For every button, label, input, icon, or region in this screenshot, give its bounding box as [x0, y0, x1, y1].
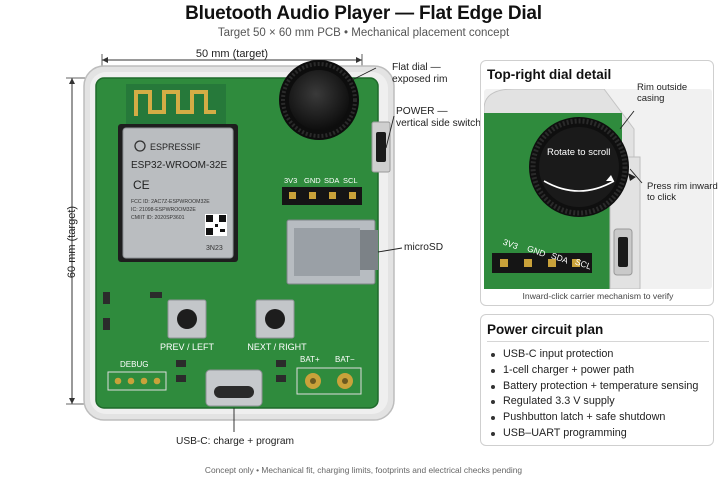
usb-c-port[interactable] [205, 369, 263, 407]
power-plan-divider [487, 341, 709, 342]
microsd-slot [286, 219, 378, 285]
wifi-antenna [126, 84, 226, 124]
microsd-leader [377, 247, 403, 253]
detail-caption: Inward-click carrier mechanism to verify [522, 291, 674, 301]
detail-press-note: Press rim inward to click [647, 181, 718, 203]
detail-rim-note: Rim outside casing [637, 82, 688, 104]
module-brand: ESPRESSIF [150, 142, 201, 152]
module-code: 3N23 [206, 245, 223, 252]
height-dimension-line [66, 77, 86, 405]
board-illustration: ESPRESSIF ESP32-WROOM-32E CE FCC ID: 2AC… [66, 54, 403, 432]
dial-detail-panel: Top-right dial detail Rim outside casing… [480, 60, 718, 306]
power-plan-item: Regulated 3.3 V supply [489, 394, 713, 410]
microsd-callout: microSD [404, 242, 444, 253]
power-leader [385, 115, 395, 149]
dial-leader [351, 67, 377, 81]
battery-pads [296, 367, 362, 395]
module-ce-mark: CE [133, 178, 150, 192]
pin-label-scl: SCL [343, 176, 358, 185]
power-plan-list: USB-C input protection 1-cell charger + … [489, 347, 713, 442]
page-title: Bluetooth Audio Player — Flat Edge Dial [185, 3, 542, 24]
i2c-header [282, 187, 362, 205]
passive-components [103, 292, 286, 382]
pin-label-gnd: GND [304, 176, 321, 185]
bat-plus-label: BAT+ [300, 355, 320, 364]
flat-dial-knob[interactable] [279, 60, 359, 140]
power-plan-item: Pushbutton latch + safe shutdown [489, 410, 713, 426]
width-dimension-line [101, 54, 363, 72]
next-right-button[interactable] [255, 299, 295, 339]
debug-header [107, 371, 167, 391]
module-model: ESP32-WROOM-32E [131, 160, 227, 171]
prev-left-label: PREV / LEFT [160, 342, 215, 352]
dial-detail-illustration [484, 89, 712, 289]
power-plan-panel: Power circuit plan USB-C input protectio… [480, 314, 714, 446]
module-qr-code [205, 214, 227, 236]
dial-callout: Flat dial — exposed rim [392, 62, 448, 85]
power-callout: POWER — vertical side switch [396, 106, 481, 129]
detail-dial-knob[interactable] [529, 117, 629, 217]
pin-label-3v3: 3V3 [284, 176, 297, 185]
module-fcc: FCC ID: 2AC7Z-ESPWROOM32E [131, 199, 210, 205]
usbc-callout: USB-C: charge + program [175, 436, 295, 447]
debug-label: DEBUG [120, 360, 148, 369]
footer-note: Concept only • Mechanical fit, charging … [204, 465, 523, 475]
page-subtitle: Target 50 × 60 mm PCB • Mechanical place… [217, 27, 510, 39]
detail-rotate-label: Rotate to scroll [547, 147, 611, 158]
module-cmiit: CMIIT ID: 2020SP3601 [131, 215, 185, 221]
width-dimension-label: 50 mm (target) [195, 48, 269, 60]
pin-label-sda: SDA [324, 176, 339, 185]
power-side-switch[interactable] [371, 121, 391, 173]
power-plan-item: 1-cell charger + power path [489, 363, 713, 379]
bat-minus-label: BAT− [335, 355, 355, 364]
power-plan-item: USB–UART programming [489, 426, 713, 442]
module-ic: IC: 21098-ESPWROOM32E [131, 207, 196, 213]
power-plan-title: Power circuit plan [487, 322, 604, 337]
prev-left-button[interactable] [167, 299, 207, 339]
next-right-label: NEXT / RIGHT [247, 342, 307, 352]
power-plan-item: Battery protection + temperature sensing [489, 379, 713, 395]
dial-detail-title: Top-right dial detail [487, 67, 612, 82]
power-plan-item: USB-C input protection [489, 347, 713, 363]
height-dimension-label: 60 mm (target) [66, 205, 78, 279]
